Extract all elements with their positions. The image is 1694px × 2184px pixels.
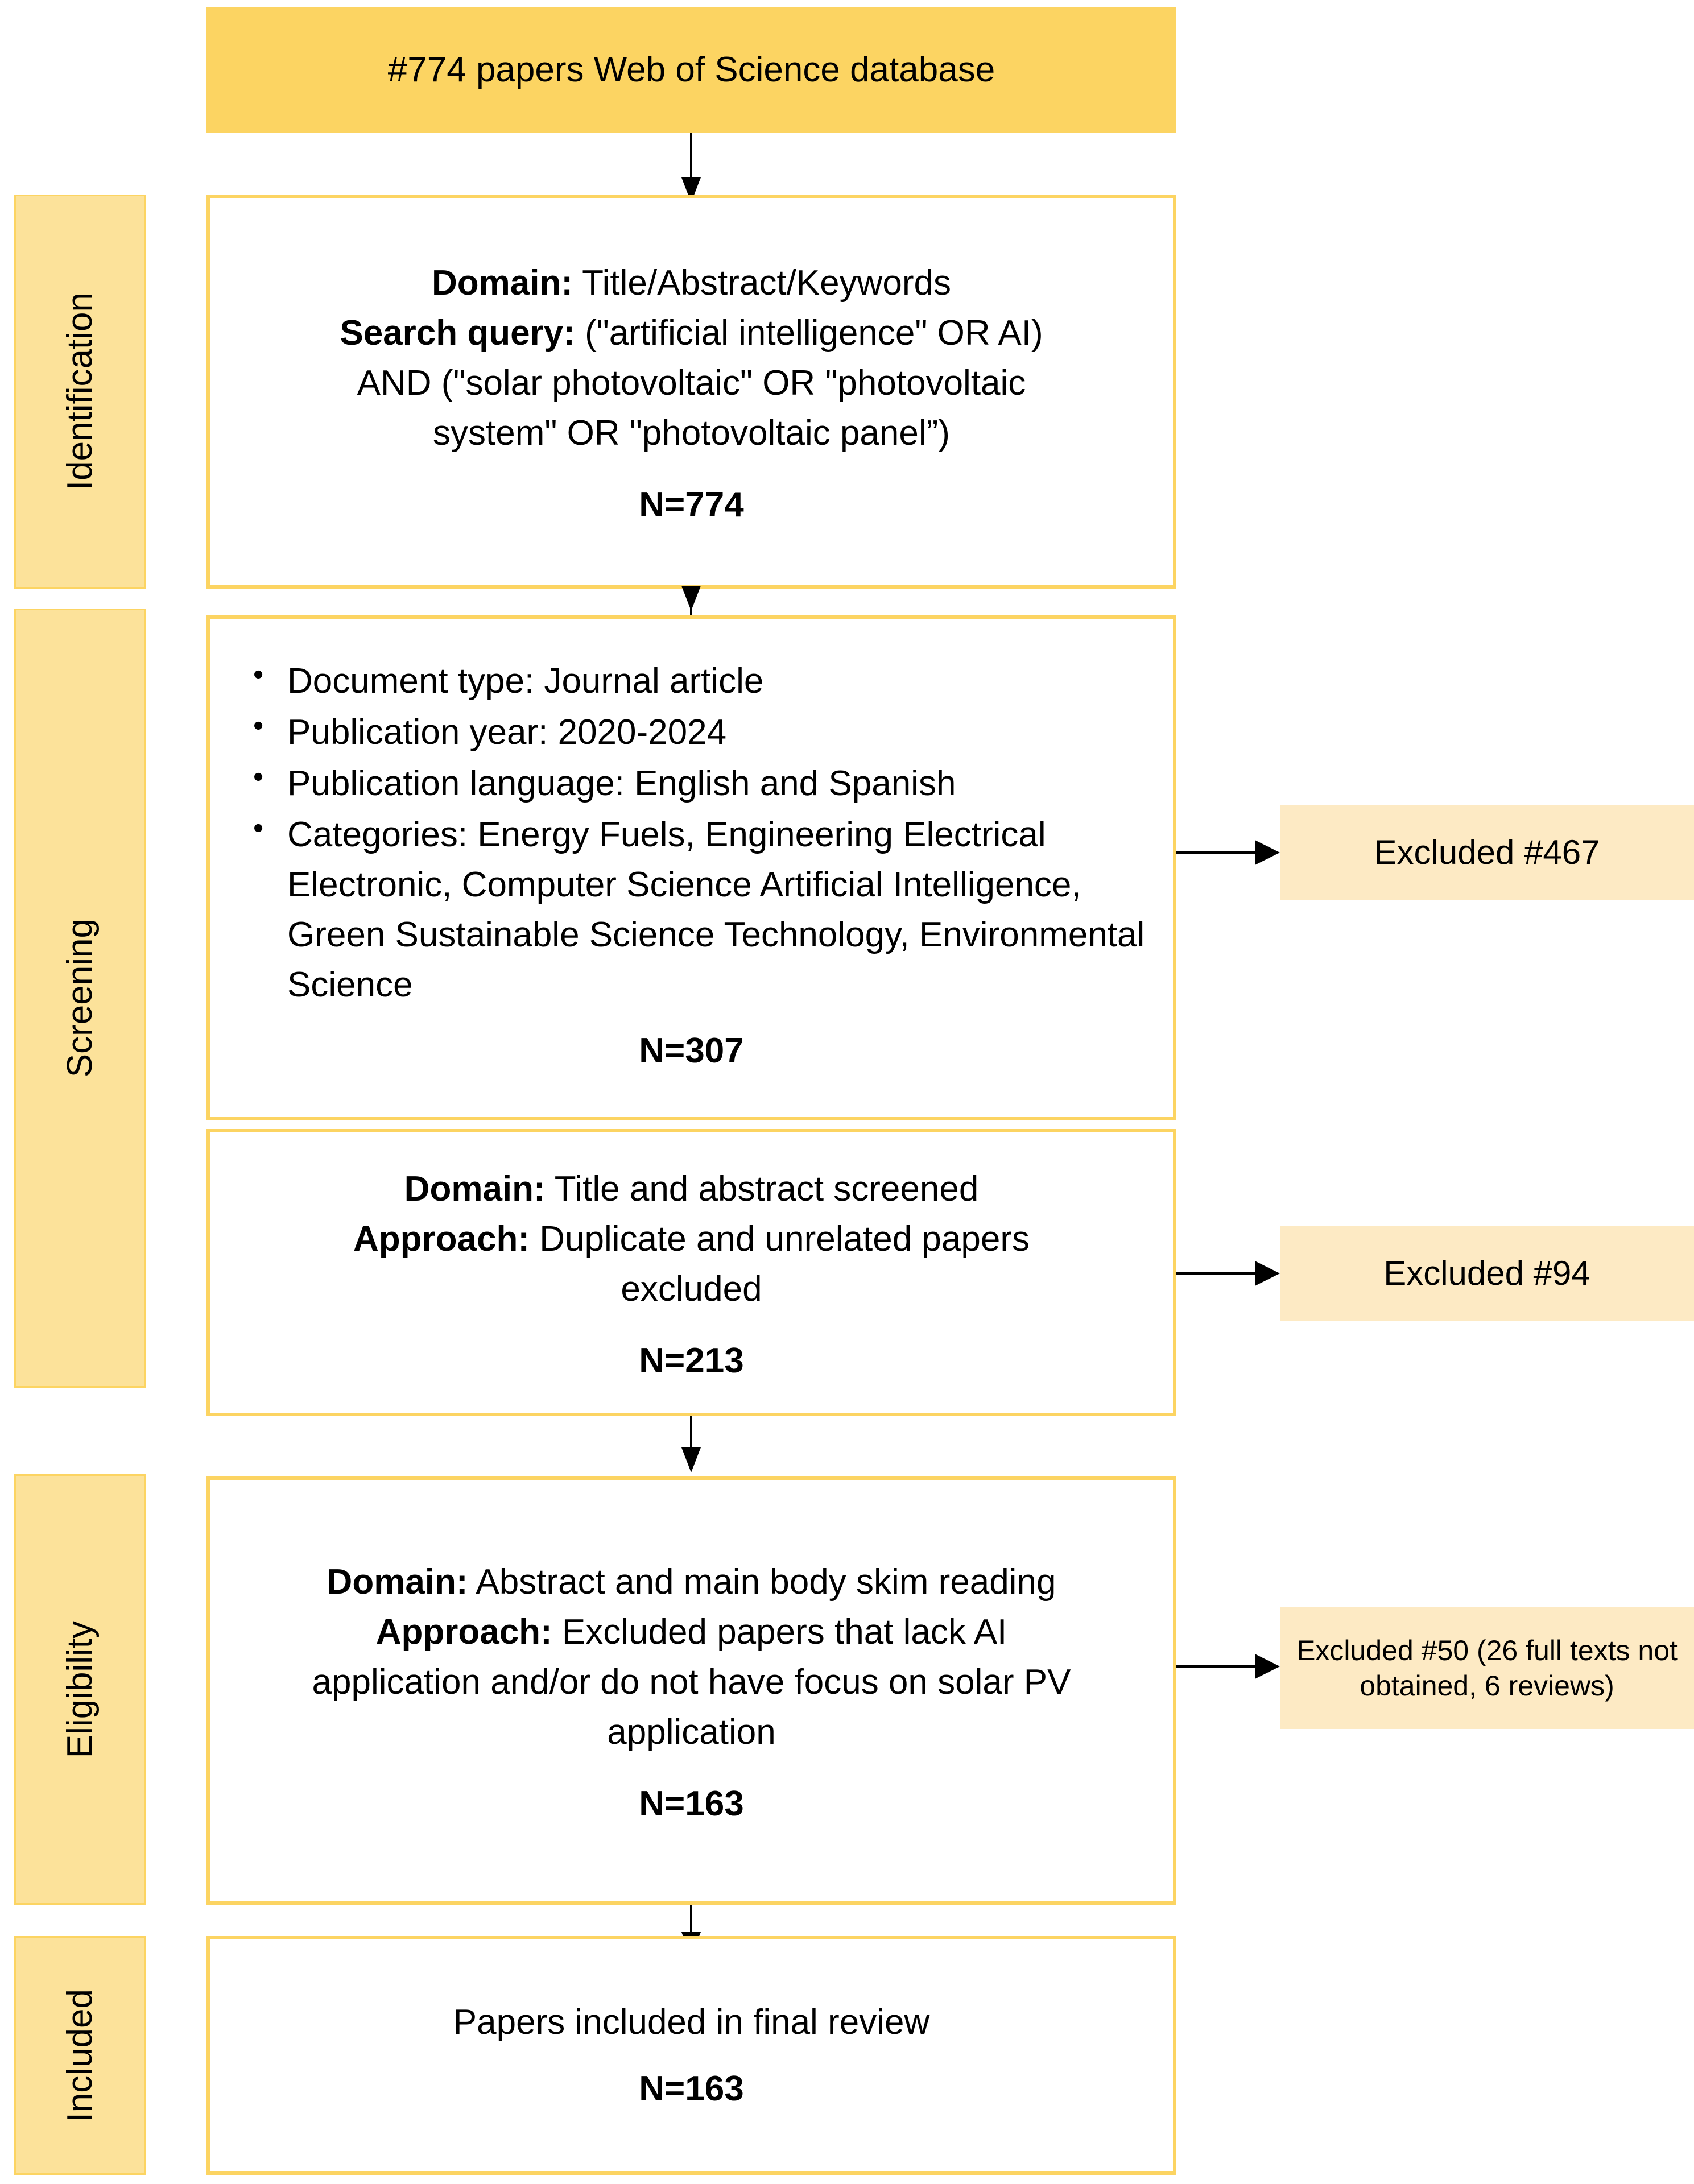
screening-titles-line-0: Domain: Title and abstract screened (353, 1164, 1030, 1214)
identification-line-3-text: system" OR "photovoltaic panel”) (433, 413, 950, 453)
eligibility-line-1-label: Approach: (375, 1612, 552, 1652)
included-count: N=163 (639, 2069, 744, 2109)
eligibility-line-1: Approach: Excluded papers that lack AI (312, 1607, 1071, 1657)
eligibility-line-3-text: application (607, 1713, 776, 1752)
eligibility-line-0-label: Domain: (327, 1562, 468, 1602)
eligibility-body: Domain: Abstract and main body skim read… (295, 1557, 1088, 1757)
identification-line-1-label: Search query: (340, 313, 575, 353)
connector-screening-titles-to-excluded-94 (1176, 1272, 1262, 1275)
list-item: Publication year: 2020-2024 (250, 705, 1150, 758)
eligibility-line-2: application and/or do not have focus on … (312, 1657, 1071, 1707)
screening-titles-line-0-label: Domain: (404, 1169, 546, 1209)
eligibility-line-3: application (312, 1707, 1071, 1757)
identification-line-1: Search query: ("artificial intelligence"… (340, 308, 1043, 358)
excluded-94-label: Excluded #94 (1383, 1254, 1590, 1293)
screening-titles-line-1-label: Approach: (353, 1219, 530, 1259)
connector-screening-to-eligibility-arrowhead (681, 1447, 701, 1472)
excluded-467-box: Excluded #467 (1280, 805, 1694, 900)
eligibility-count: N=163 (639, 1784, 744, 1824)
stage-chip-identification: Identification (14, 195, 146, 589)
stage-label-screening: Screening (60, 919, 100, 1078)
connector-screening-to-excluded-467 (1176, 851, 1262, 854)
connector-eligibility-to-excluded-50-arrowhead (1255, 1654, 1280, 1679)
identification-line-0: Domain: Title/Abstract/Keywords (340, 258, 1043, 308)
stage-chip-screening: Screening (14, 609, 146, 1388)
connector-screening-to-excluded-467-arrowhead (1255, 840, 1280, 865)
screening-titles-body: Domain: Title and abstract screened Appr… (336, 1164, 1047, 1314)
source-database-box: #774 papers Web of Science database (206, 7, 1176, 133)
excluded-50-box: Excluded #50 (26 full texts not obtained… (1280, 1607, 1694, 1729)
screening-titles-line-1-text: Duplicate and unrelated papers (539, 1219, 1030, 1259)
screening-titles-line-1: Approach: Duplicate and unrelated papers (353, 1214, 1030, 1264)
connector-screening-to-eligibility (690, 1416, 692, 1467)
connector-eligibility-to-included (690, 1905, 692, 1955)
screening-titles-line-0-text: Title and abstract screened (554, 1169, 979, 1209)
identification-line-1-text: ("artificial intelligence" OR AI) (585, 313, 1043, 353)
connector-eligibility-to-excluded-50 (1176, 1665, 1262, 1668)
excluded-50-label: Excluded #50 (26 full texts not obtained… (1296, 1634, 1678, 1702)
connector-identification-to-screening-arrowhead (681, 586, 701, 611)
identification-body: Domain: Title/Abstract/Keywords Search q… (323, 258, 1060, 458)
stage-label-identification: Identification (60, 292, 100, 491)
stage-label-eligibility: Eligibility (60, 1620, 100, 1759)
eligibility-box: Domain: Abstract and main body skim read… (206, 1476, 1176, 1905)
list-item: Publication language: English and Spanis… (250, 756, 1150, 809)
included-box: Papers included in final review N=163 (206, 1936, 1176, 2175)
identification-line-2: AND ("solar photovoltaic" OR "photovolta… (340, 358, 1043, 408)
identification-count: N=774 (639, 485, 744, 525)
connector-screening-titles-to-excluded-94-arrowhead (1255, 1261, 1280, 1286)
stage-label-included: Included (60, 1988, 100, 2123)
screening-titles-count: N=213 (639, 1341, 744, 1381)
eligibility-line-0-text: Abstract and main body skim reading (476, 1562, 1056, 1602)
connector-header-to-identification (690, 133, 692, 183)
stage-chip-eligibility: Eligibility (14, 1474, 146, 1905)
excluded-94-box: Excluded #94 (1280, 1226, 1694, 1321)
eligibility-line-1-text: Excluded papers that lack AI (561, 1612, 1007, 1652)
screening-titles-line-2: excluded (353, 1264, 1030, 1314)
identification-line-0-label: Domain: (431, 263, 573, 303)
eligibility-line-0: Domain: Abstract and main body skim read… (312, 1557, 1071, 1607)
connector-identification-to-screening (690, 589, 692, 639)
identification-line-0-text: Title/Abstract/Keywords (582, 263, 951, 303)
eligibility-line-2-text: application and/or do not have focus on … (312, 1662, 1071, 1702)
identification-line-3: system" OR "photovoltaic panel”) (340, 408, 1043, 458)
screening-titles-line-2-text: excluded (621, 1269, 762, 1309)
included-title: Papers included in final review (453, 2002, 930, 2042)
screening-criteria-list: Document type: Journal article Publicati… (210, 654, 1173, 1011)
excluded-467-label: Excluded #467 (1374, 833, 1600, 872)
stage-chip-included: Included (14, 1936, 146, 2175)
screening-criteria-count: N=307 (639, 1031, 744, 1071)
source-database-label: #774 papers Web of Science database (387, 50, 995, 90)
identification-box: Domain: Title/Abstract/Keywords Search q… (206, 195, 1176, 589)
screening-criteria-box: Document type: Journal article Publicati… (206, 615, 1176, 1120)
list-item: Categories: Energy Fuels, Engineering El… (250, 808, 1150, 1010)
identification-line-2-text: AND ("solar photovoltaic" OR "photovolta… (357, 363, 1026, 403)
screening-titles-box: Domain: Title and abstract screened Appr… (206, 1129, 1176, 1416)
list-item: Document type: Journal article (250, 654, 1150, 706)
